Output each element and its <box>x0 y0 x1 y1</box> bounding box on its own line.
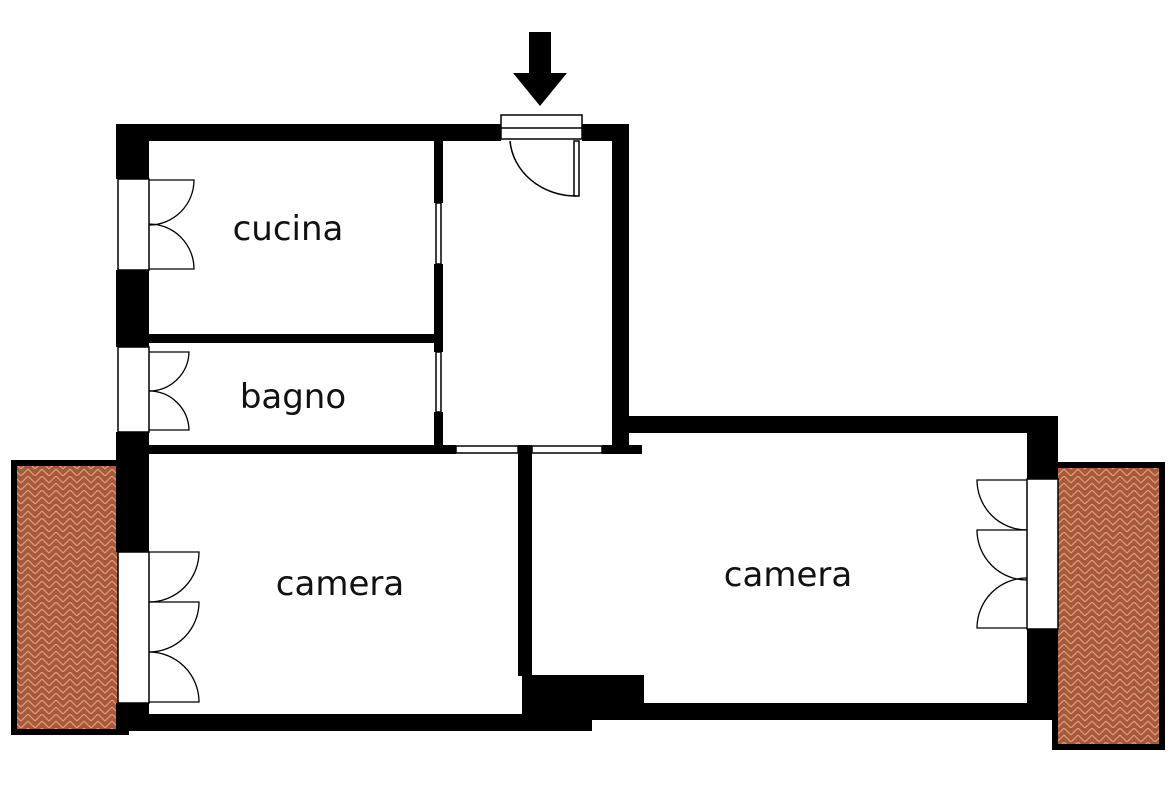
balcony-right <box>1052 462 1165 750</box>
outer-walls <box>116 124 1058 731</box>
window-swings <box>148 179 1028 703</box>
windows <box>117 178 1059 704</box>
internal-openings <box>435 202 603 454</box>
room-label-bedroom-left: camera <box>276 564 404 604</box>
inner-walls <box>149 141 642 676</box>
entrance-door <box>500 114 583 197</box>
room-label-bedroom-right: camera <box>724 555 852 595</box>
room-label-kitchen: cucina <box>233 209 344 249</box>
balcony-left <box>11 460 129 735</box>
down-arrow-icon <box>513 32 567 106</box>
room-label-bathroom: bagno <box>240 377 346 417</box>
